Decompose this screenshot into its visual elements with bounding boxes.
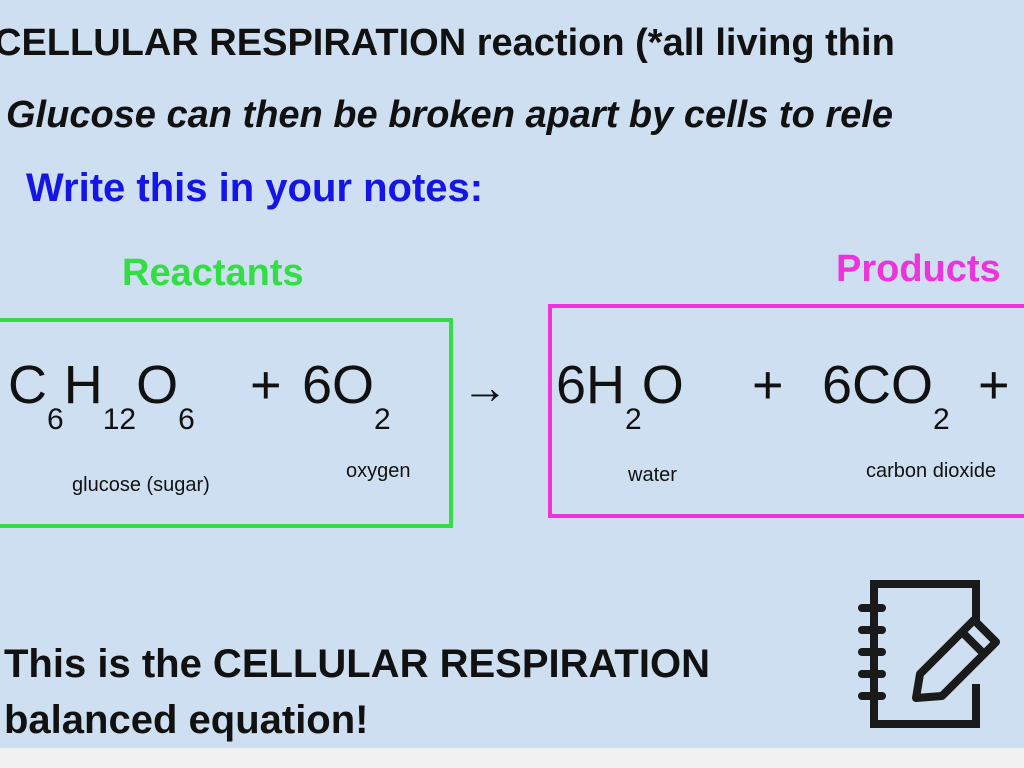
glucose-h-subscript: 12 (102, 403, 137, 436)
co2-main: 6CO (822, 355, 934, 415)
reaction-arrow: → (462, 361, 508, 413)
glucose-c-subscript: 6 (47, 403, 64, 436)
co2-formula: 6CO2 (822, 354, 950, 436)
glucose-c: C (8, 355, 47, 415)
products-label: Products (836, 248, 1001, 290)
conclusion-line-1: This is the CELLULAR RESPIRATION (4, 642, 710, 686)
bottom-strip (0, 748, 1024, 768)
water-o: O (641, 355, 684, 415)
product-plus-1: + (752, 355, 784, 415)
glucose-h: H (63, 355, 103, 415)
water-subscript: 2 (625, 403, 642, 436)
products-box (548, 304, 1024, 518)
co2-name: carbon dioxide (866, 460, 997, 482)
instruction-text: Write this in your notes: (26, 166, 484, 210)
reactants-box (0, 318, 453, 528)
glucose-o: O (136, 355, 179, 415)
conclusion-line-2: balanced equation! (4, 698, 369, 742)
glucose-o-subscript: 6 (178, 403, 195, 436)
co2-subscript: 2 (933, 403, 950, 436)
glucose-formula: C6H12O6 (8, 354, 195, 436)
oxygen-name: oxygen (346, 460, 411, 482)
oxygen-subscript: 2 (374, 403, 391, 436)
water-name: water (628, 464, 677, 486)
notebook-pencil-icon (858, 580, 1000, 728)
water-main: 6H (556, 355, 626, 415)
heading-line-1: CELLULAR RESPIRATION reaction (*all livi… (0, 22, 895, 64)
reactants-label: Reactants (122, 252, 304, 294)
product-plus-2: + (978, 355, 1010, 415)
heading-line-2: Glucose can then be broken apart by cell… (6, 94, 893, 136)
reactant-plus: + (250, 355, 282, 415)
oxygen-main: 6O (302, 355, 375, 415)
water-formula: 6H2O (556, 354, 684, 436)
oxygen-formula: 6O2 (302, 354, 391, 436)
slide: CELLULAR RESPIRATION reaction (*all livi… (0, 0, 1024, 748)
glucose-name: glucose (sugar) (72, 474, 210, 496)
